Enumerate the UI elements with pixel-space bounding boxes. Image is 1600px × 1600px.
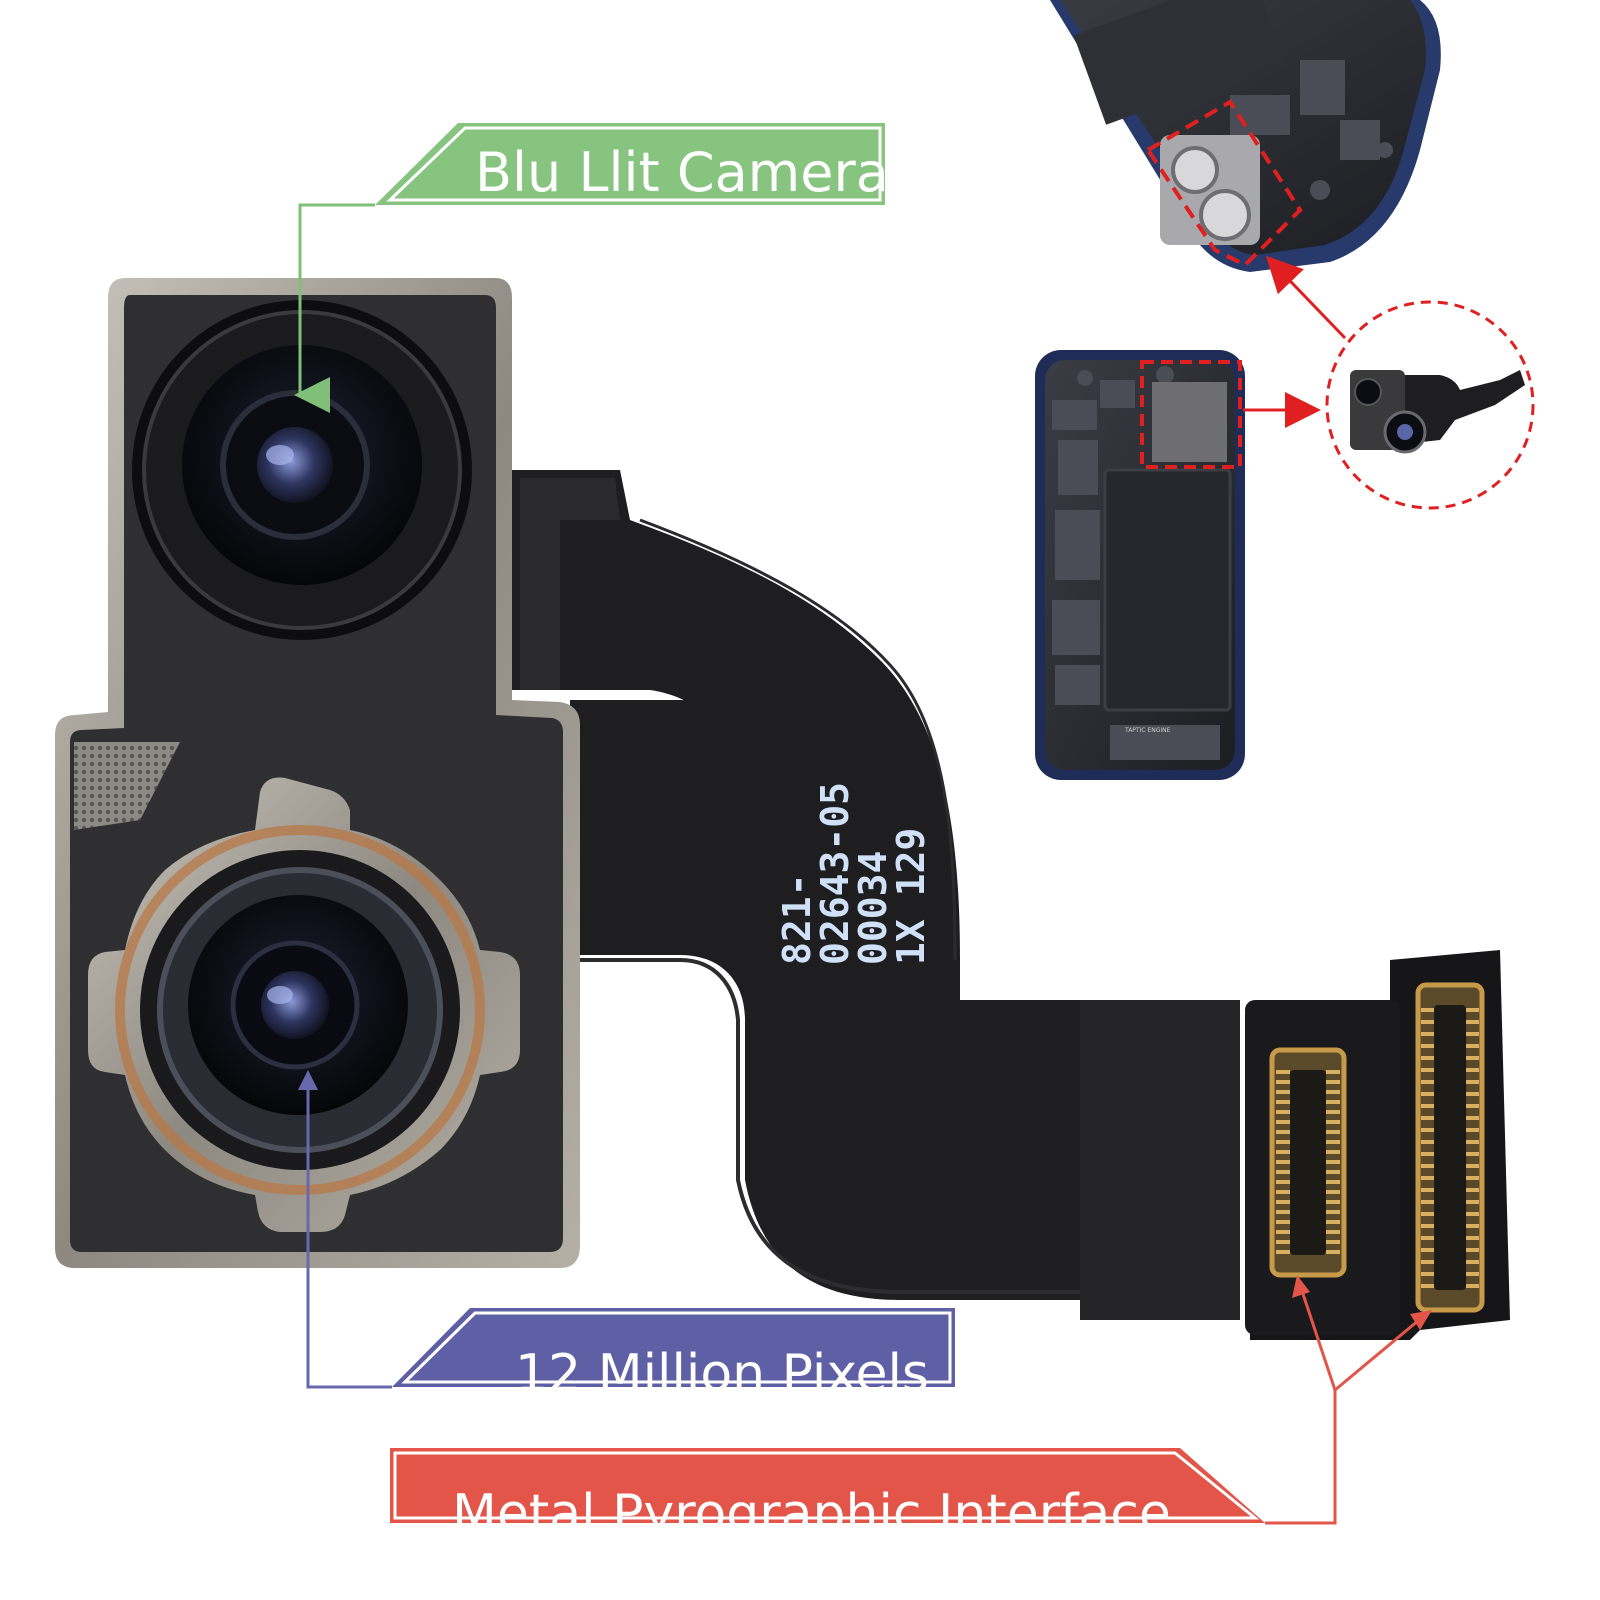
phone-front-inset: TAPTIC ENGINE (1035, 350, 1245, 780)
interface-label-text: Metal Pyrographic Interface (452, 1484, 1171, 1544)
svg-text:821-: 821- (775, 873, 819, 965)
second-camera-lens (88, 777, 520, 1232)
connector-left (1269, 1047, 1347, 1278)
camera-detail-inset (1325, 300, 1535, 510)
connector-board (1245, 950, 1510, 1340)
flex-cable: 821- 02643-05 00034 1X 129 (510, 470, 1240, 1320)
inset-pointer-arrows (1243, 255, 1347, 428)
second-camera-label-text: 12 Million Pixels (515, 1344, 930, 1404)
main-camera-label (294, 123, 885, 413)
interface-label (390, 1275, 1432, 1525)
camera-module (55, 278, 580, 1268)
taptic-engine-print: TAPTIC ENGINE (1124, 727, 1171, 734)
main-camera-label-text: Blu Llit Camera (475, 141, 889, 204)
phone-back-camera-bracket (1160, 135, 1260, 245)
flex-part-number: 821- 02643-05 00034 1X 129 (775, 782, 933, 965)
phone-back-inset (990, 0, 1441, 272)
svg-text:02643-05: 02643-05 (813, 782, 857, 965)
svg-text:00034: 00034 (851, 851, 895, 965)
connector-right (1415, 982, 1485, 1313)
second-camera-label (298, 1070, 955, 1389)
main-camera-lens (132, 300, 472, 640)
svg-text:1X 129: 1X 129 (889, 828, 933, 965)
